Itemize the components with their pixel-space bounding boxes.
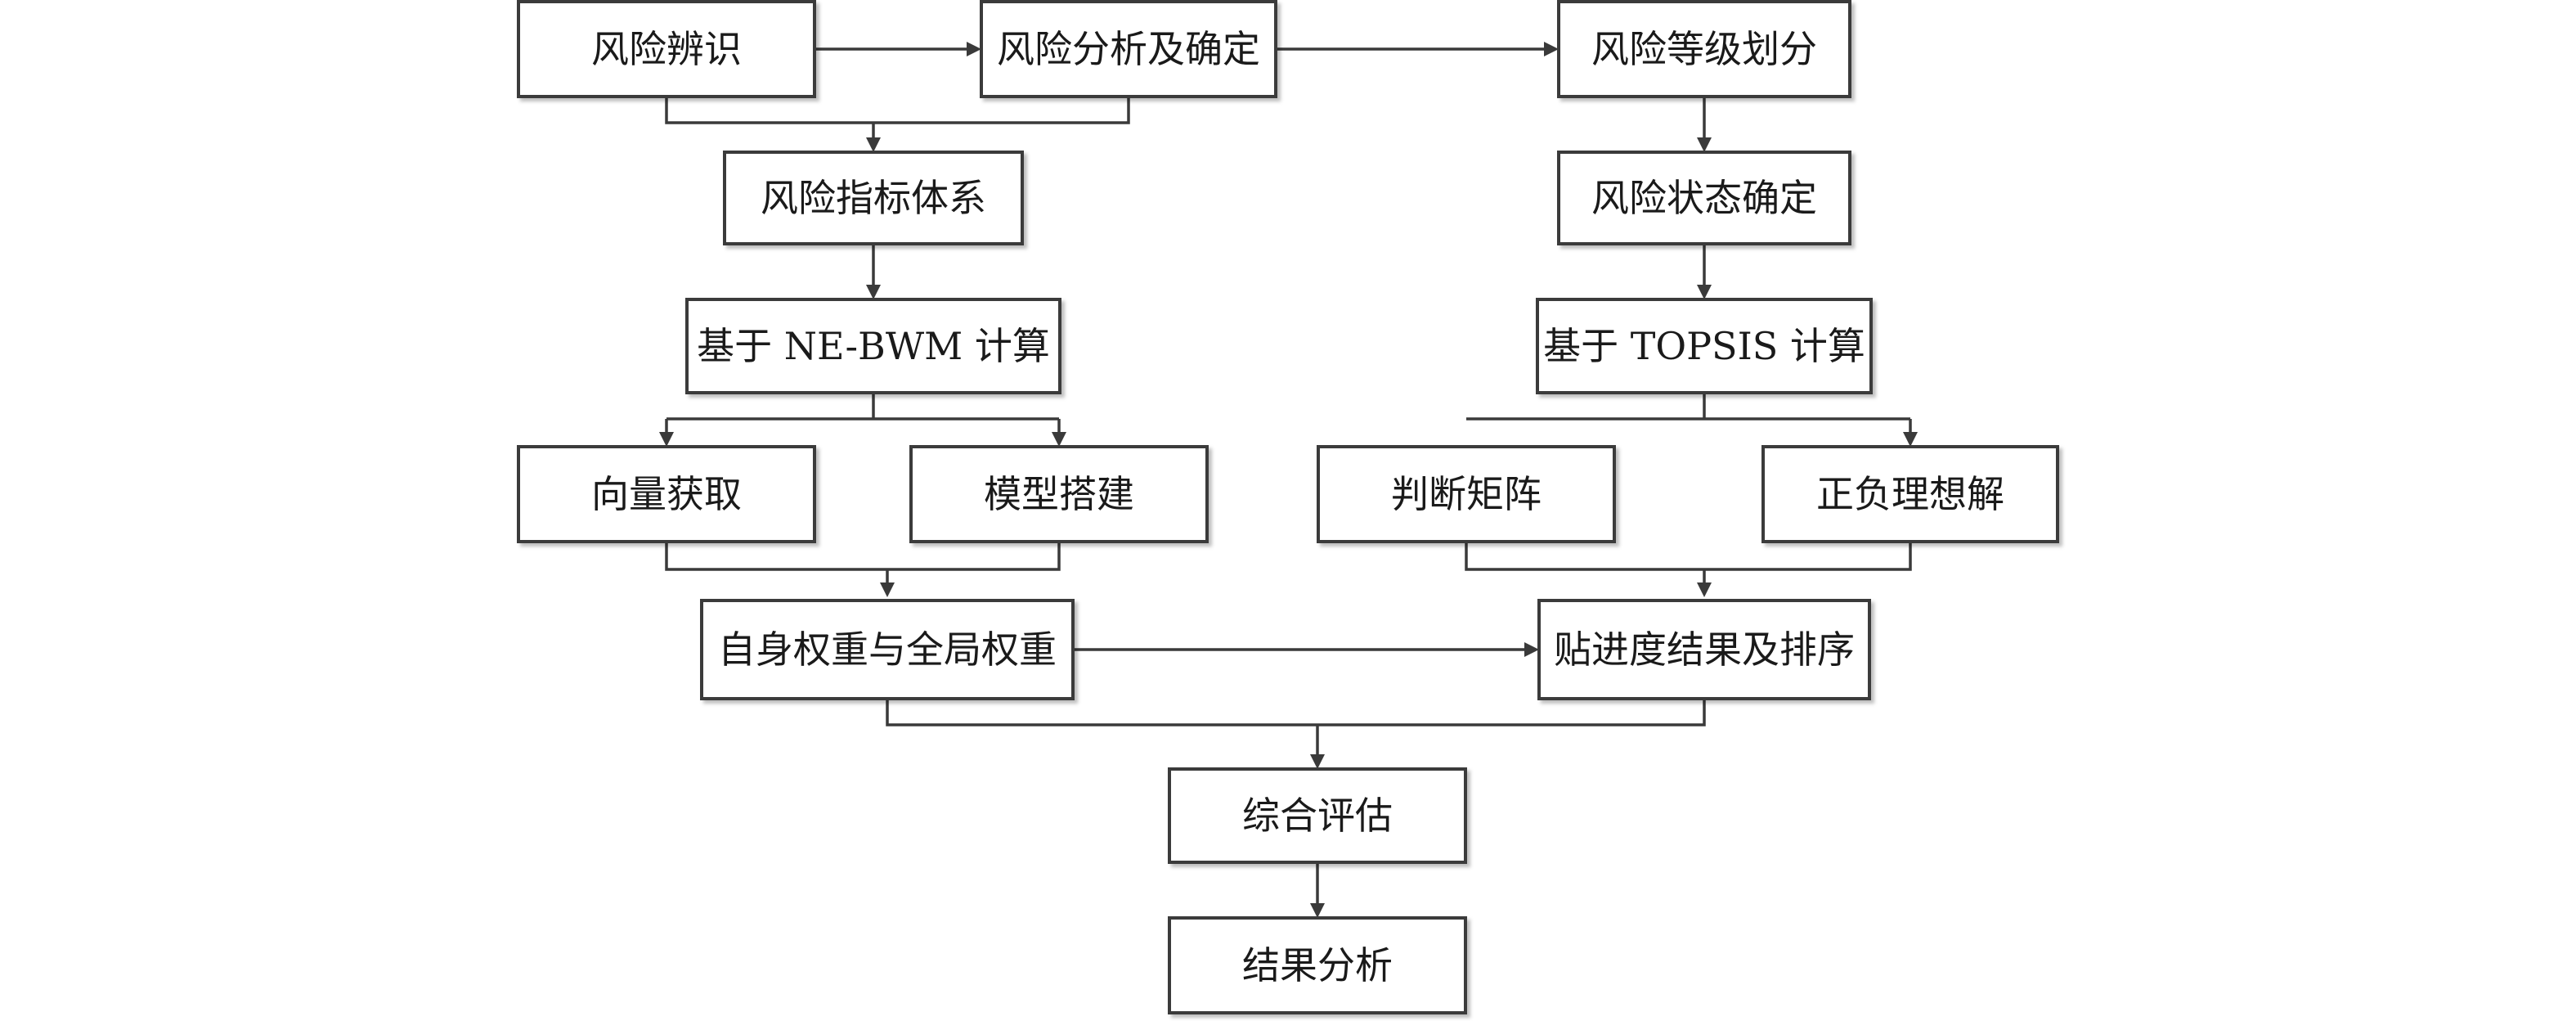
node-label-comprehensive-evaluation: 综合评估 [1242,794,1393,838]
edge-topsis-split [1466,393,1912,432]
node-result-analysis: 结果分析 [1168,916,1467,1014]
node-label-judgment-matrix: 判断矩阵 [1391,472,1542,516]
node-comprehensive-evaluation: 综合评估 [1168,767,1467,864]
node-risk-state: 风险状态确定 [1557,151,1851,245]
node-label-model-building: 模型搭建 [984,472,1134,516]
arrowhead-to-model-building [1052,432,1066,447]
arrowhead-to-weights [880,582,895,597]
node-label-result-analysis: 结果分析 [1242,943,1393,987]
node-label-risk-identification: 风险辨识 [591,27,742,71]
arrowhead-to-vector-acquisition [659,432,674,447]
arrowhead-to-topsis [1697,285,1712,299]
arrowhead-to-evaluation [1310,754,1325,769]
node-weights: 自身权重与全局权重 [700,599,1075,700]
node-label-weights: 自身权重与全局权重 [718,627,1057,672]
node-topsis: 基于 TOPSIS 计算 [1536,298,1873,394]
node-ne-bwm: 基于 NE-BWM 计算 [685,298,1061,394]
arrowhead-weights-to-closeness [1524,642,1539,657]
node-label-vector-acquisition: 向量获取 [591,472,742,516]
node-risk-analysis: 风险分析及确定 [980,0,1277,98]
node-index-system: 风险指标体系 [723,151,1024,245]
flowchart-nodes: 风险辨识 风险分析及确定 风险等级划分 风险指标体系 风险状态确定 基于 NE-… [517,0,2059,1014]
node-model-building: 模型搭建 [909,445,1209,543]
node-risk-grading: 风险等级划分 [1557,0,1851,98]
node-label-risk-analysis: 风险分析及确定 [997,27,1260,71]
arrowhead-to-risk-state [1697,137,1712,152]
node-label-closeness-ranking: 贴进度结果及排序 [1554,627,1855,672]
node-label-ideal-solution: 正负理想解 [1816,472,2004,516]
node-label-topsis: 基于 TOPSIS 计算 [1543,324,1865,368]
edge-merge-to-closeness [1465,542,1912,582]
edge-nebwm-split [665,393,1061,432]
node-judgment-matrix: 判断矩阵 [1317,445,1616,543]
node-closeness-ranking: 贴进度结果及排序 [1537,599,1871,700]
node-label-index-system: 风险指标体系 [761,176,986,220]
edge-merge-to-index-system [665,97,1130,139]
arrowhead-to-nebwm [866,285,881,299]
arrowhead-to-closeness [1697,582,1712,597]
arrowhead-to-index-system [866,137,881,152]
arrowhead-identification-to-analysis [967,42,981,56]
node-label-ne-bwm: 基于 NE-BWM 计算 [697,324,1050,368]
node-ideal-solution: 正负理想解 [1761,445,2059,543]
edge-merge-to-weights [665,542,1061,582]
connector-lines [659,42,1918,918]
arrowhead-to-result-analysis [1310,903,1325,918]
node-vector-acquisition: 向量获取 [517,445,816,543]
arrowhead-to-ideal-solution [1903,432,1918,447]
node-risk-identification: 风险辨识 [517,0,816,98]
node-label-risk-state: 风险状态确定 [1591,176,1817,220]
node-label-risk-grading: 风险等级划分 [1591,27,1817,71]
arrowhead-analysis-to-grading [1544,42,1559,56]
edge-merge-to-evaluation [886,699,1706,754]
